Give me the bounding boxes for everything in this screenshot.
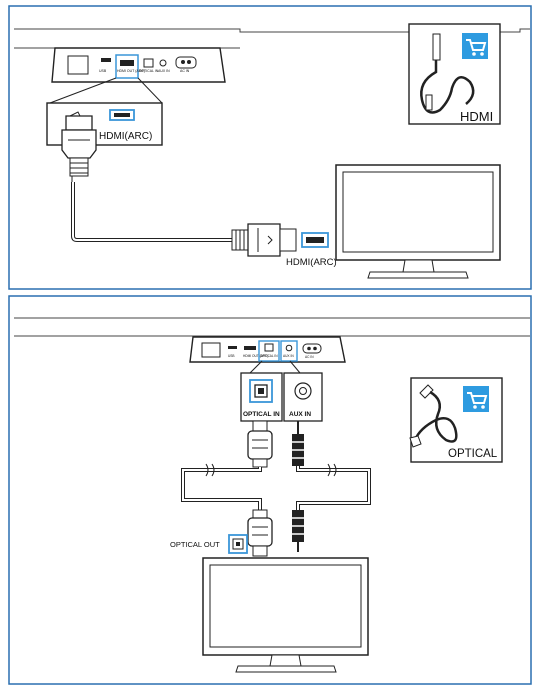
tv-icon xyxy=(335,164,501,279)
hdmi-out-port-label: HDMI OUT (ARC) xyxy=(117,69,145,73)
usb-port-label: USB xyxy=(99,69,107,73)
aux-in-port-label: AUX IN xyxy=(158,69,170,73)
shopping-cart-icon-bottom xyxy=(462,385,490,413)
soundbar-hdmi-arc-label: HDMI(ARC) xyxy=(99,131,152,142)
audio-jack-tv-end xyxy=(292,510,304,552)
top-panel: USB HDMI OUT (ARC) OPTICAL IN AUX IN AC … xyxy=(8,5,532,290)
tv-icon-bottom xyxy=(202,557,369,673)
optical-out-port-icon xyxy=(228,534,248,554)
optical-in-zoom-box: OPTICAL IN xyxy=(240,372,283,422)
optical-accessory-box: OPTICAL xyxy=(409,377,503,463)
aux-in-zoom-box: AUX IN xyxy=(283,372,323,422)
ac-in-port-label: AC IN xyxy=(180,69,190,73)
aux-in-port-label-b: AUX IN xyxy=(283,354,294,358)
bottom-panel: USB HDMI OUT (ARC) OPTICAL IN AUX IN AC … xyxy=(8,295,532,685)
soundbar-back-bottom: USB HDMI OUT (ARC) OPTICAL IN AUX IN AC … xyxy=(189,336,346,363)
hdmi-accessory-label: HDMI xyxy=(460,109,493,124)
hdmi-accessory-box: HDMI xyxy=(408,23,501,125)
optical-out-label: OPTICAL OUT xyxy=(170,540,220,549)
optical-in-port-label: OPTICAL IN xyxy=(139,69,159,73)
aux-in-label: AUX IN xyxy=(289,411,311,418)
usb-port-label-b: USB xyxy=(228,354,235,358)
shopping-cart-icon xyxy=(461,32,489,60)
optical-plug-tv-end xyxy=(247,509,273,557)
ac-in-port-label-b: AC IN xyxy=(305,355,314,359)
hdmi-plug-icon xyxy=(61,111,97,182)
audio-jack-icon xyxy=(292,421,304,466)
optical-accessory-label: OPTICAL xyxy=(448,448,498,460)
optical-in-label: OPTICAL IN xyxy=(243,411,280,418)
optical-plug-icon xyxy=(247,420,273,468)
hdmi-plug-tv-end xyxy=(231,223,297,257)
optical-in-port-label-b: OPTICAL IN xyxy=(260,354,278,358)
tv-hdmi-arc-label: HDMI(ARC) xyxy=(286,257,337,268)
tv-hdmi-port-icon xyxy=(301,232,329,248)
hdmi-port-highlight xyxy=(115,54,139,79)
soundbar-back-top: USB HDMI OUT (ARC) OPTICAL IN AUX IN AC … xyxy=(51,47,226,83)
hdmi-out-port-label-b: HDMI OUT (ARC) xyxy=(243,354,268,358)
